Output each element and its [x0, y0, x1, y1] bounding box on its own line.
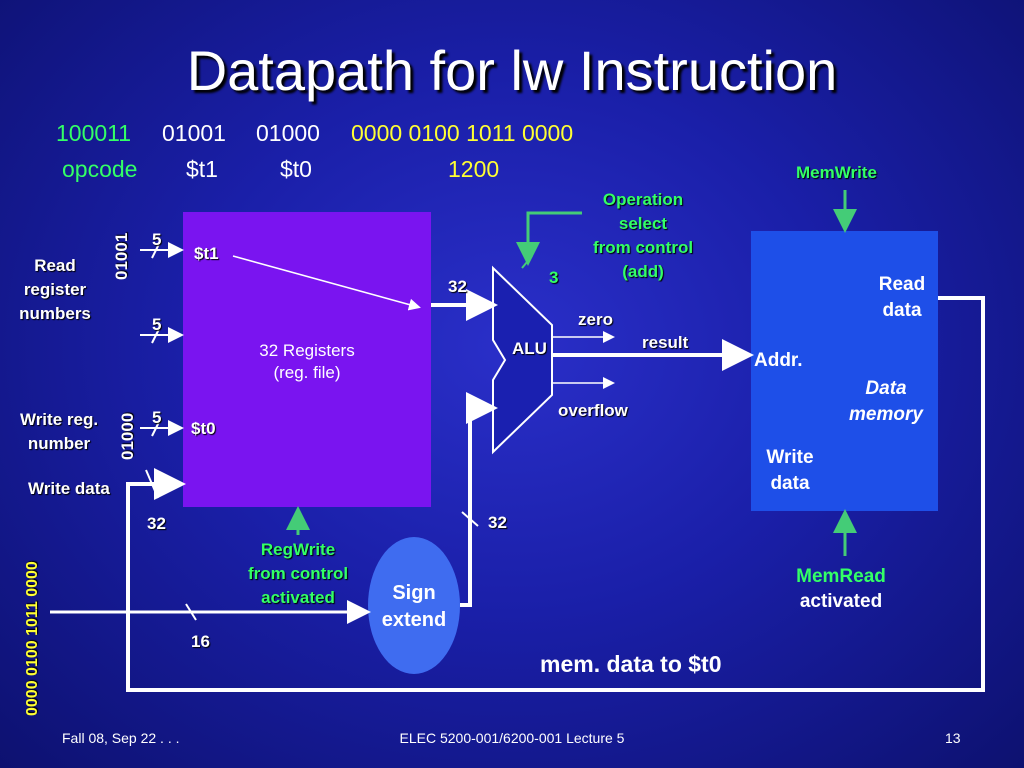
sign-extend-unit [368, 537, 460, 674]
opcode-label: opcode [62, 156, 138, 182]
port-read-reg-t1: $t1 [194, 244, 219, 263]
sign-extend-label: Sign extend [381, 582, 447, 631]
data-memory [751, 231, 938, 511]
bus-width-rd: 5 [152, 408, 162, 427]
bus-width-read-data: 32 [448, 277, 467, 296]
read-register-numbers-label: Read register numbers [19, 256, 91, 323]
bus-width-write-data: 32 [147, 514, 166, 533]
bus-width-rt: 5 [152, 315, 162, 334]
register-file [183, 212, 431, 507]
alu-label: ALU [512, 339, 547, 358]
rt-bits-vertical: 01000 [118, 412, 137, 460]
memread-control-label: MemRead activated [796, 566, 886, 612]
footer-course: ELEC 5200-001/6200-001 Lecture 5 [399, 730, 625, 746]
rs-bits-vertical: 01001 [112, 232, 131, 280]
port-write-reg-t0: $t0 [191, 419, 216, 438]
footer-date: Fall 08, Sep 22 . . . [62, 730, 180, 746]
opcode-bits: 100011 [56, 120, 132, 146]
rs-label: $t1 [186, 156, 218, 182]
immediate-bits: 0000 0100 1011 0000 [351, 120, 574, 146]
operation-bit-width: 3 [549, 268, 559, 287]
write-data-port-label: Write data [766, 447, 814, 494]
read-data-port-label: Read data [878, 274, 926, 321]
register-file-label: 32 Registers (reg. file) [259, 341, 355, 382]
operation-select-label: Operation select from control (add) [592, 190, 694, 281]
address-port-label: Addr. [754, 350, 803, 371]
rt-bits: 01000 [256, 120, 320, 146]
memwrite-control-label: MemWrite [796, 163, 877, 182]
rt-label: $t0 [280, 156, 312, 182]
alu-zero-label: zero [578, 310, 613, 329]
alu-overflow-label: overflow [558, 401, 628, 420]
footer-page-number: 13 [945, 730, 961, 746]
feedback-label: mem. data to $t0 [540, 651, 722, 677]
slide-title: Datapath for lw Instruction [186, 39, 838, 102]
immediate-bits-vertical: 0000 0100 1011 0000 [24, 561, 41, 716]
data-memory-label: Data memory [849, 378, 923, 425]
immediate-label: 1200 [448, 156, 500, 182]
alu-result-label: result [642, 333, 689, 352]
regwrite-control-label: RegWrite from control activated [247, 540, 349, 607]
write-register-number-label: Write reg. number [19, 410, 99, 453]
bus-width-alu-b: 32 [488, 513, 507, 532]
write-data-label: Write data [28, 479, 110, 498]
rs-bits: 01001 [162, 120, 226, 146]
bus-width-rs: 5 [152, 230, 162, 249]
bus-width-immediate: 16 [191, 632, 210, 651]
